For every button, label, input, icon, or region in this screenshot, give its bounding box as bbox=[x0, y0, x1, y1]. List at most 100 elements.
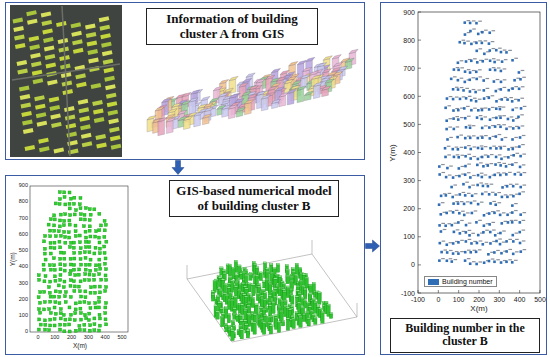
building-square bbox=[58, 202, 61, 205]
building-marker bbox=[495, 49, 498, 52]
number-mark bbox=[473, 108, 477, 109]
building-number-scatter bbox=[438, 20, 527, 265]
building-cube-top bbox=[239, 315, 242, 316]
number-mark bbox=[491, 222, 495, 223]
building-square bbox=[63, 323, 66, 326]
building-cube-top bbox=[260, 295, 263, 296]
number-mark bbox=[441, 164, 445, 165]
building-cube-top bbox=[227, 287, 230, 288]
building-marker bbox=[507, 221, 510, 224]
green-3d-model bbox=[211, 260, 332, 340]
building-cube-top bbox=[276, 284, 279, 285]
building-cube-side bbox=[211, 295, 214, 301]
building-square bbox=[104, 306, 107, 309]
tick-label: 0 bbox=[436, 296, 440, 303]
building-square bbox=[74, 274, 77, 277]
building-marker bbox=[494, 234, 497, 237]
building-square bbox=[78, 268, 81, 271]
building-marker bbox=[459, 232, 462, 235]
green-2d-model bbox=[37, 191, 108, 333]
roof bbox=[105, 84, 116, 90]
building-square bbox=[69, 214, 72, 217]
number-mark bbox=[442, 241, 446, 242]
building-marker bbox=[493, 80, 496, 83]
building-cube-top bbox=[223, 293, 226, 294]
roof bbox=[99, 16, 110, 22]
roof bbox=[49, 96, 60, 102]
building-roof bbox=[246, 73, 255, 77]
roof bbox=[39, 146, 50, 152]
building-square bbox=[98, 273, 101, 276]
building-square bbox=[53, 275, 56, 278]
building-cube-top bbox=[217, 288, 220, 289]
building-square bbox=[69, 279, 72, 282]
building-cube-top bbox=[297, 302, 300, 303]
building-square bbox=[59, 328, 62, 331]
number-mark bbox=[508, 259, 512, 260]
number-mark bbox=[492, 175, 496, 176]
building-marker bbox=[469, 176, 472, 179]
building-square bbox=[98, 247, 101, 250]
building-square bbox=[59, 312, 62, 315]
building-square bbox=[98, 258, 101, 261]
building-cube-top bbox=[288, 304, 291, 305]
building-marker bbox=[506, 98, 509, 101]
building-roof bbox=[304, 91, 313, 95]
building-roof bbox=[311, 75, 320, 79]
building-marker bbox=[457, 156, 460, 159]
building-marker bbox=[453, 68, 456, 71]
number-mark bbox=[447, 223, 451, 224]
number-mark bbox=[497, 67, 501, 68]
building-square bbox=[49, 218, 52, 221]
building-cube-top bbox=[262, 308, 265, 309]
number-mark bbox=[515, 107, 519, 108]
building-marker bbox=[477, 174, 480, 177]
building-square bbox=[53, 241, 56, 244]
building-cube-top bbox=[234, 296, 237, 297]
building-square bbox=[37, 296, 40, 299]
roof bbox=[37, 121, 48, 127]
building-cube-top bbox=[266, 271, 269, 272]
building-square bbox=[44, 275, 47, 278]
building-marker bbox=[489, 59, 492, 62]
building-square bbox=[38, 318, 41, 321]
building-marker bbox=[511, 109, 514, 112]
building-cube-side bbox=[231, 331, 234, 341]
building-square bbox=[84, 273, 87, 276]
building-cube-top bbox=[249, 273, 252, 274]
building-square bbox=[105, 286, 108, 289]
building-marker bbox=[480, 118, 483, 121]
building-marker bbox=[495, 90, 498, 93]
number-mark bbox=[448, 193, 452, 194]
building-square bbox=[73, 196, 76, 199]
building-marker bbox=[475, 100, 478, 103]
building-square bbox=[84, 296, 87, 299]
building-marker bbox=[462, 89, 465, 92]
building-cube-top bbox=[292, 318, 295, 319]
building-cube-top bbox=[280, 310, 283, 311]
building-cube-top bbox=[241, 292, 244, 293]
building-square bbox=[94, 306, 97, 309]
number-mark bbox=[484, 30, 488, 31]
building-cube-top bbox=[278, 306, 281, 307]
number-mark bbox=[472, 70, 476, 71]
building-marker bbox=[452, 242, 455, 245]
building-marker bbox=[500, 51, 503, 54]
building-cube-top bbox=[262, 322, 265, 323]
building-square bbox=[84, 230, 87, 233]
number-mark bbox=[449, 137, 453, 138]
building-marker bbox=[481, 127, 484, 130]
building-square bbox=[49, 252, 52, 255]
building-cube-top bbox=[213, 280, 216, 281]
building-cube-top bbox=[221, 279, 224, 280]
roof bbox=[106, 93, 117, 99]
building-square bbox=[85, 317, 88, 320]
building-square bbox=[59, 290, 62, 293]
building-square bbox=[38, 308, 41, 311]
number-mark bbox=[492, 48, 496, 49]
building-marker bbox=[487, 253, 490, 256]
building-square bbox=[93, 252, 96, 255]
number-mark bbox=[509, 97, 513, 98]
plot-3d-frame bbox=[187, 240, 357, 342]
building-marker bbox=[494, 203, 497, 206]
